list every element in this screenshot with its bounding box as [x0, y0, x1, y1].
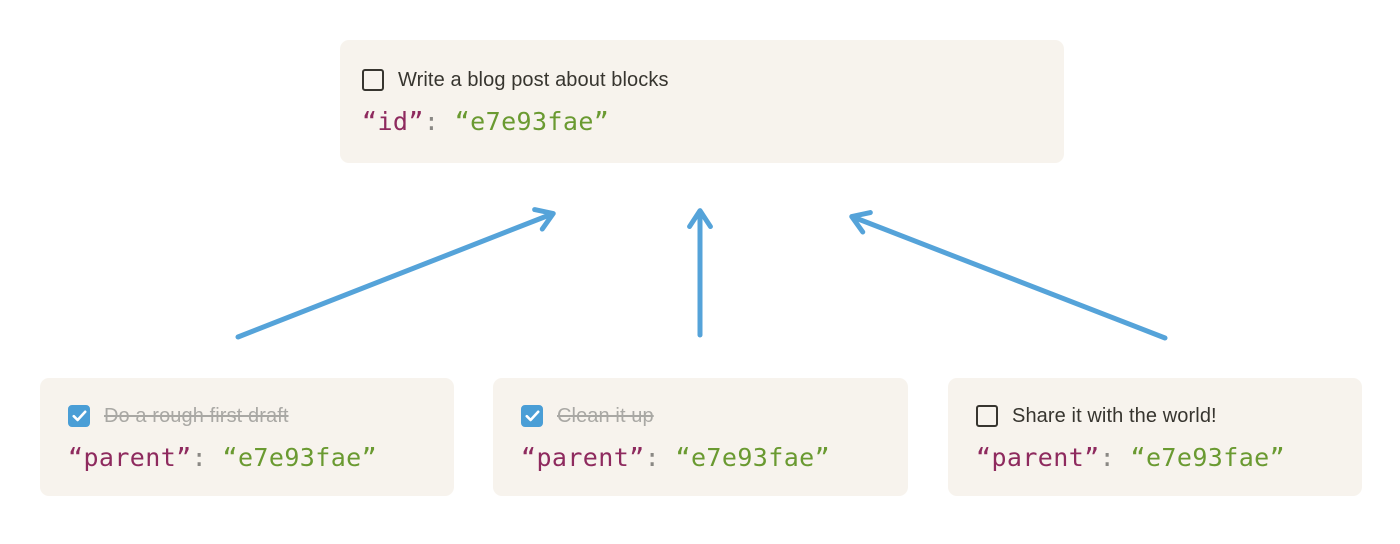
parent-task-card: Write a blog post about blocks “id”: “e7… [340, 40, 1064, 163]
code-value: “e7e93fae” [1130, 442, 1286, 472]
child-task-card-share: Share it with the world! “parent”: “e7e9… [948, 378, 1362, 496]
child-task-card-clean-up: Clean it up “parent”: “e7e93fae” [493, 378, 908, 496]
code-row: “parent”: “e7e93fae” [976, 443, 1334, 473]
code-key: “id” [362, 107, 424, 136]
code-separator: : [423, 107, 455, 136]
code-key: “parent” [521, 442, 645, 472]
arrow-left-child-to-parent [235, 207, 556, 340]
todo-row: Clean it up [521, 402, 880, 430]
code-separator: : [191, 442, 223, 472]
todo-title: Share it with the world! [1012, 404, 1217, 427]
checkbox[interactable] [68, 404, 90, 427]
todo-title: Do a rough first draft [104, 404, 289, 427]
code-separator: : [644, 442, 676, 472]
code-row: “id”: “e7e93fae” [362, 107, 1042, 137]
todo-title: Clean it up [557, 404, 654, 427]
code-row: “parent”: “e7e93fae” [521, 443, 880, 473]
check-icon [525, 410, 539, 421]
code-key: “parent” [976, 442, 1100, 472]
checkbox[interactable] [362, 69, 384, 91]
check-icon [72, 410, 86, 421]
code-row: “parent”: “e7e93fae” [68, 443, 426, 473]
todo-row: Share it with the world! [976, 402, 1334, 430]
code-separator: : [1099, 442, 1131, 472]
todo-title: Write a blog post about blocks [398, 69, 669, 91]
todo-row: Do a rough first draft [68, 402, 426, 430]
code-value: “e7e93fae” [675, 442, 831, 472]
arrow-right-child-to-parent [849, 210, 1168, 341]
code-value: “e7e93fae” [454, 107, 610, 136]
todo-row: Write a blog post about blocks [362, 66, 1042, 94]
code-key: “parent” [68, 442, 192, 472]
child-task-card-rough-draft: Do a rough first draft “parent”: “e7e93f… [40, 378, 454, 496]
checkbox[interactable] [521, 404, 543, 427]
code-value: “e7e93fae” [222, 442, 378, 472]
checkbox[interactable] [976, 404, 998, 427]
